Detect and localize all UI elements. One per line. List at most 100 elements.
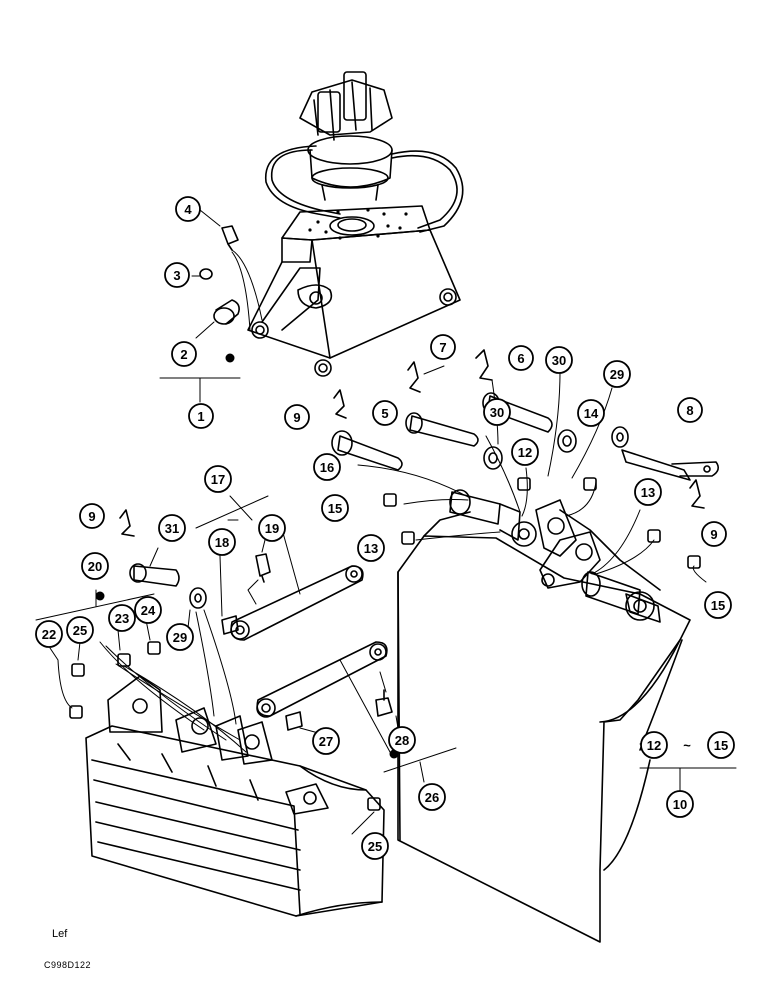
callout-c3: 3: [164, 262, 190, 288]
callout-number: 1: [197, 409, 204, 424]
callout-circle: [171, 341, 197, 367]
callout-circle: [634, 478, 662, 506]
callout-c30b: 30: [483, 398, 511, 426]
callout-number: 24: [141, 603, 156, 618]
callout-circle: [158, 514, 186, 542]
callout-c1: 1: [188, 403, 214, 429]
callout-c25a: 25: [66, 616, 94, 644]
callout-c28: 28: [388, 726, 416, 754]
callout-c20: 20: [81, 552, 109, 580]
callout-circle: [312, 727, 340, 755]
bucket-pivots: [449, 489, 661, 623]
callout-number: 15: [711, 598, 725, 613]
callout-c15c: 15: [707, 731, 735, 759]
callout-c6: 6: [508, 345, 534, 371]
callout-number: 8: [686, 403, 693, 418]
callout-c19: 19: [258, 514, 286, 542]
callout-number: 12: [647, 738, 661, 753]
callout-circle: [204, 465, 232, 493]
bushing-2-body: [215, 299, 240, 325]
callout-circle: [707, 731, 735, 759]
callout-circle: [208, 528, 236, 556]
callout-number: 3: [173, 268, 180, 283]
callout-c22: 22: [35, 620, 63, 648]
second-bucket-lugs: [107, 675, 329, 815]
lock-clips: [119, 349, 705, 537]
callout-number: 23: [115, 611, 129, 626]
callout-circle: [677, 397, 703, 423]
callout-circle: [372, 400, 398, 426]
callout-labels: 1234567899910121213131415151516171819202…: [35, 196, 735, 860]
callout-number: 2: [180, 347, 187, 362]
callout-c9b: 9: [79, 503, 105, 529]
callout-circle: [164, 262, 190, 288]
callout-c30a: 30: [545, 346, 573, 374]
bracket-bolt-holes: [308, 208, 408, 240]
callout-number: 7: [439, 340, 446, 355]
callout-number: 10: [673, 797, 687, 812]
bushing-2: [213, 307, 235, 325]
callout-circle: [701, 521, 727, 547]
leader-lines-left: [35, 547, 375, 835]
callout-circle: [166, 623, 194, 651]
callout-c9a: 9: [284, 404, 310, 430]
callout-circle: [357, 534, 385, 562]
callout-circle: [388, 726, 416, 754]
callout-c29b: 29: [166, 623, 194, 651]
fitting-19: [255, 553, 271, 583]
callout-number: 25: [368, 839, 382, 854]
callout-c25b: 25: [361, 832, 389, 860]
callout-number: 13: [641, 485, 655, 500]
callout-number: 26: [425, 790, 439, 805]
callout-c12b: 12: [640, 731, 668, 759]
callout-c9c: 9: [701, 521, 727, 547]
callout-c7: 7: [430, 334, 456, 360]
callout-number: 29: [173, 630, 187, 645]
fitting-28: [375, 689, 393, 717]
callout-number: 12: [518, 445, 532, 460]
callout-c14: 14: [577, 399, 605, 427]
callout-number: 25: [73, 623, 87, 638]
bushing-18: [221, 615, 239, 635]
pin-31: [133, 565, 180, 587]
callout-circle: [511, 438, 539, 466]
callout-number: 28: [395, 733, 409, 748]
second-bucket: [85, 725, 385, 917]
callout-number: 15: [328, 501, 342, 516]
callout-number: 15: [714, 738, 728, 753]
bushing-27: [285, 711, 303, 731]
callout-circle: [321, 494, 349, 522]
callout-c12a: 12: [511, 438, 539, 466]
callout-circle: [361, 832, 389, 860]
callout-circle: [134, 596, 162, 624]
callout-c13b: 13: [357, 534, 385, 562]
callout-c16: 16: [313, 453, 341, 481]
range-callout: ~: [683, 738, 691, 753]
range-separator: ~: [683, 738, 691, 753]
callout-c10: 10: [666, 790, 694, 818]
callout-number: 27: [319, 734, 333, 749]
callout-circle: [79, 503, 105, 529]
grease-fitting-4: [221, 225, 239, 251]
callout-circle: [640, 731, 668, 759]
callout-circle: [313, 453, 341, 481]
mounting-bracket: [247, 205, 461, 377]
callout-circle: [418, 783, 446, 811]
callout-number: 5: [381, 406, 388, 421]
callout-c15b: 15: [704, 591, 732, 619]
callout-c15a: 15: [321, 494, 349, 522]
callout-number: 13: [364, 541, 378, 556]
callout-circle: [545, 346, 573, 374]
callout-circle: [603, 360, 631, 388]
callout-circle: [483, 398, 511, 426]
leader-lines-top: [159, 209, 263, 403]
callout-number: 6: [517, 351, 524, 366]
callout-c8: 8: [677, 397, 703, 423]
ring-3: [199, 268, 213, 280]
callout-number: 16: [320, 460, 334, 475]
callout-number: 9: [88, 509, 95, 524]
callout-c5: 5: [372, 400, 398, 426]
callout-circle: [175, 196, 201, 222]
callout-c23: 23: [108, 604, 136, 632]
callout-c4: 4: [175, 196, 201, 222]
